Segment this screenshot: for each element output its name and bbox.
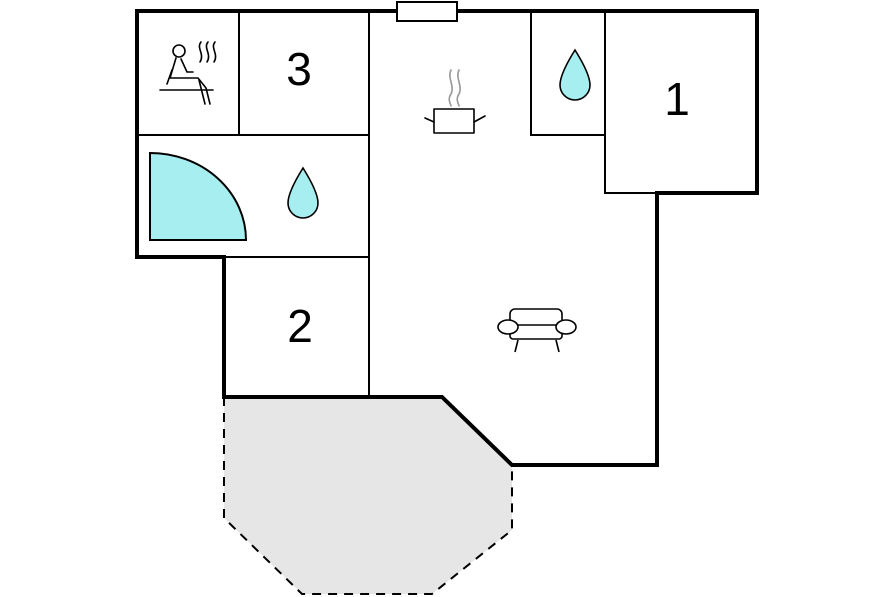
- sofa-icon: [497, 308, 577, 353]
- window-icon: [396, 1, 458, 22]
- water-drop-icon: [559, 48, 591, 101]
- shower-icon: [149, 151, 248, 241]
- exterior-walls: [135, 9, 759, 467]
- water-drop-icon: [287, 166, 319, 219]
- room-label-1: 1: [664, 73, 690, 125]
- sauna-icon: [159, 41, 217, 105]
- interior-walls: [137, 11, 657, 397]
- room-label-3: 3: [286, 43, 312, 95]
- cooking-pot-icon: [424, 69, 486, 134]
- room-label-2: 2: [287, 300, 313, 352]
- terrace-dashed-edge: [223, 397, 513, 595]
- terrace-area: [224, 397, 512, 594]
